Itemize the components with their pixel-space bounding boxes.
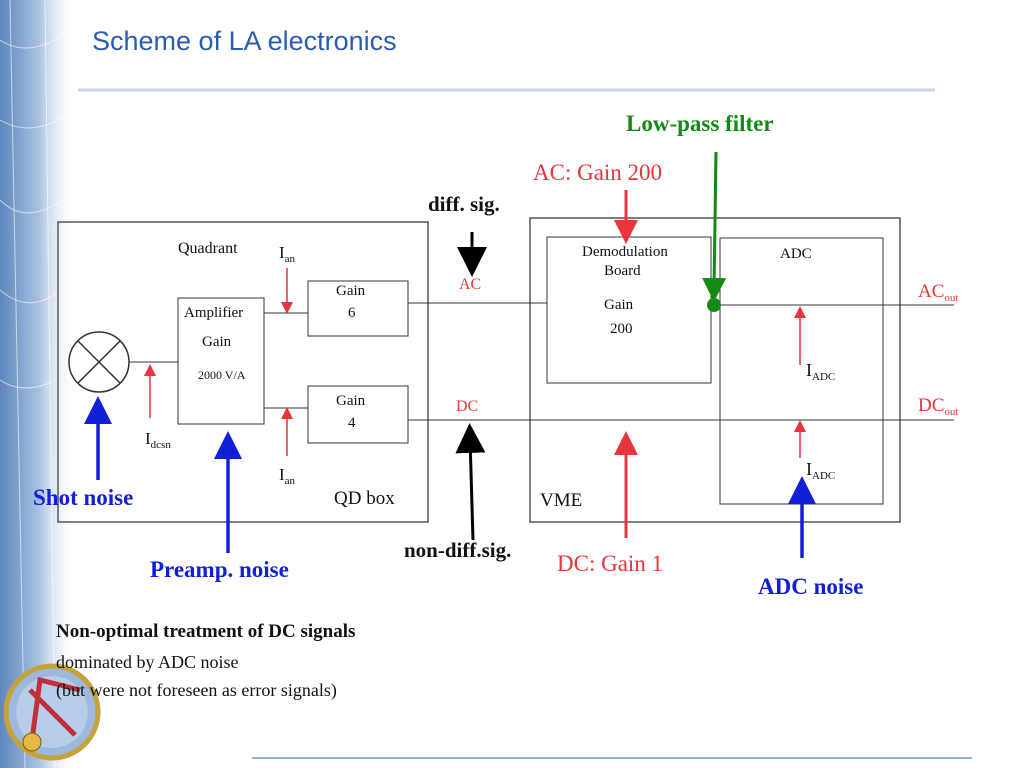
- amplifier-value: 2000 V/A: [198, 368, 246, 382]
- ac-gain-label: AC: Gain 200: [533, 160, 663, 185]
- preamp-noise-label: Preamp. noise: [150, 557, 289, 582]
- gain6-value: 6: [348, 305, 356, 321]
- logo-emblem: [3, 663, 101, 761]
- adc-noise-label: ADC noise: [758, 574, 864, 599]
- qd-box: [57, 221, 429, 523]
- i-an-top: Ian: [279, 243, 296, 265]
- adc-label: ADC: [780, 246, 812, 262]
- filter-node: [707, 298, 721, 312]
- qd-box-label: QD box: [334, 488, 395, 509]
- i-an-bottom: Ian: [279, 465, 296, 487]
- slide-title: Scheme of LA electronics: [92, 26, 397, 56]
- ac-line-label: AC: [459, 276, 482, 293]
- amplifier-box: [177, 297, 265, 425]
- quadrant-label: Quadrant: [178, 240, 238, 257]
- adc-box: [719, 237, 884, 505]
- dc-gain-label: DC: Gain 1: [557, 551, 664, 576]
- blue-arrows: [84, 396, 816, 558]
- low-pass-filter-arrow: [702, 151, 727, 302]
- demodulation-label: Demodulation: [582, 244, 668, 260]
- gain4-label: Gain: [336, 393, 366, 409]
- notes-heading: Non-optimal treatment of DC signals: [56, 621, 356, 642]
- amplifier-label: Amplifier: [184, 305, 244, 321]
- dc-line-label: DC: [456, 398, 479, 415]
- board-label: Board: [604, 263, 641, 279]
- diff-sig-label: diff. sig.: [428, 192, 500, 216]
- i-adc-top: IADC: [806, 360, 836, 383]
- small-red-arrows: [144, 268, 806, 458]
- demod-gain-value: 200: [610, 321, 633, 337]
- gain4-value: 4: [348, 415, 356, 431]
- i-dcsn: Idcsn: [145, 429, 171, 451]
- notes-line-1: dominated by ADC noise: [56, 652, 239, 672]
- ac-out-label: ACout: [918, 281, 959, 304]
- low-pass-filter-label: Low-pass filter: [626, 111, 774, 136]
- gain6-box: [307, 280, 409, 337]
- photodiode-symbol: [68, 331, 130, 393]
- non-diff-sig-arrow: [455, 423, 486, 541]
- vme-label: VME: [540, 490, 583, 511]
- dc-out-label: DCout: [918, 395, 959, 418]
- decor-curves: [0, 0, 76, 768]
- non-diff-sig-label: non-diff.sig.: [404, 538, 512, 562]
- gain4-box: [307, 385, 409, 444]
- demod-gain-label: Gain: [604, 297, 634, 313]
- i-adc-bottom: IADC: [806, 459, 836, 482]
- amplifier-gain-label: Gain: [202, 334, 232, 350]
- gain6-label: Gain: [336, 283, 366, 299]
- notes-line-2: (but were not foreseen as error signals): [56, 680, 337, 700]
- shot-noise-label: Shot noise: [33, 485, 134, 510]
